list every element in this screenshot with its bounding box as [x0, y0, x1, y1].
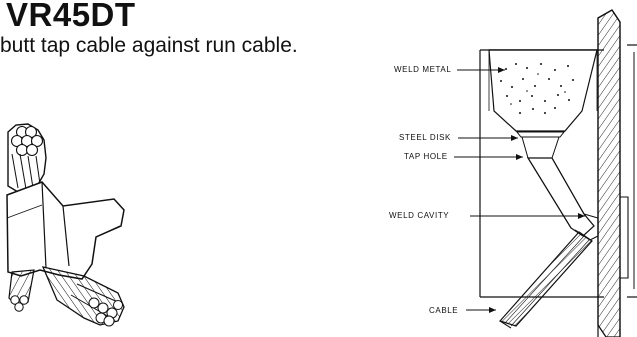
weld-metal-label: WELD METAL — [394, 65, 452, 74]
tap-hole-label: TAP HOLE — [404, 152, 448, 161]
lower-cable-right — [41, 266, 125, 327]
upper-cable-end — [7, 123, 47, 193]
product-code: VR45DT — [6, 0, 136, 33]
steel-disk-label: STEEL DISK — [399, 133, 451, 142]
cable-label: CABLE — [429, 306, 459, 315]
lower-cable-left — [8, 269, 35, 312]
tap-cable — [498, 231, 593, 329]
tap-hole-and-cavity — [526, 157, 599, 241]
connector-sleeve — [6, 181, 125, 280]
weld-cavity-label: WELD CAVITY — [389, 211, 450, 220]
leader-lines — [454, 67, 585, 313]
run-cable — [597, 9, 629, 337]
product-description: butt tap cable against run cable. — [0, 34, 298, 57]
